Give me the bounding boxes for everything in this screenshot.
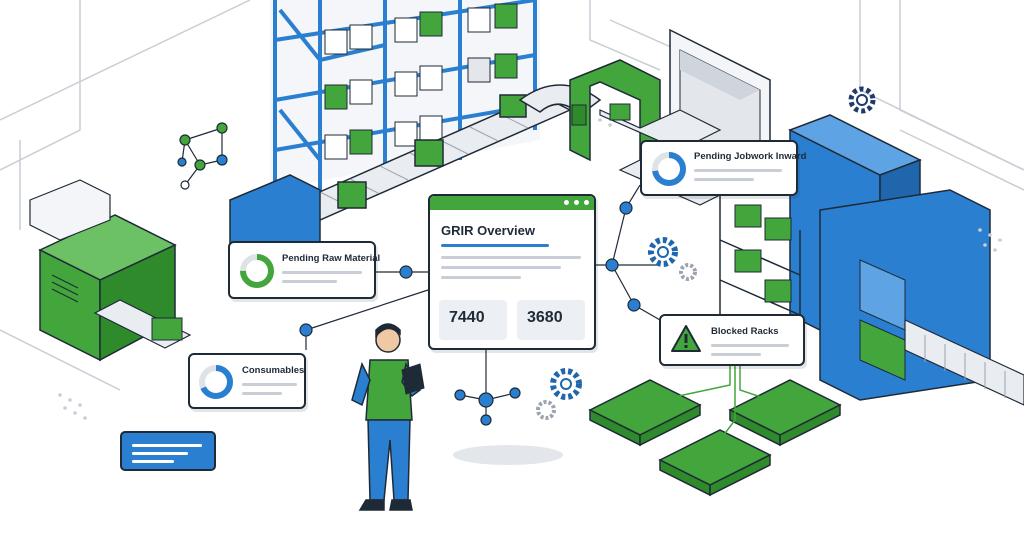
card-title: Consumables <box>242 365 305 376</box>
rack-links <box>659 365 771 441</box>
note-line <box>132 452 188 455</box>
warning-icon <box>671 325 701 352</box>
gear-icon <box>648 237 697 281</box>
donut-chart-icon <box>652 152 686 186</box>
tablet-icon <box>401 363 425 395</box>
worker-figure <box>351 323 563 511</box>
card-title: Blocked Racks <box>711 326 779 337</box>
grir-title: GRIR Overview <box>441 223 535 238</box>
note-line <box>132 460 174 463</box>
placeholder-line <box>441 266 561 269</box>
stat-box: 7440 <box>439 300 507 340</box>
raw-material-card[interactable]: Pending Raw Material <box>228 241 380 299</box>
blocked-racks-card[interactable]: Blocked Racks <box>659 314 805 366</box>
placeholder-line <box>282 271 362 274</box>
placeholder-line <box>441 256 581 259</box>
placeholder-line <box>694 169 782 172</box>
stat-box: 3680 <box>517 300 585 340</box>
card-title: Pending Jobwork Inward <box>694 151 807 162</box>
pallets <box>588 379 842 497</box>
card-title: Pending Raw Material <box>282 253 381 264</box>
right-machine <box>618 114 1024 406</box>
side-shelf <box>719 195 801 360</box>
note-line <box>132 444 202 447</box>
note-box <box>120 431 216 471</box>
gear-icon <box>536 368 582 420</box>
consumables-card[interactable]: Consumables <box>188 353 306 409</box>
stat-value: 7440 <box>449 309 485 326</box>
placeholder-line <box>441 276 521 279</box>
grir-overview-card[interactable]: GRIR Overview 7440 3680 <box>428 194 596 350</box>
placeholder-line <box>242 392 282 395</box>
jobwork-card[interactable]: Pending Jobwork Inward <box>640 140 806 196</box>
donut-chart-icon <box>240 254 274 288</box>
donut-chart-icon <box>199 365 233 399</box>
placeholder-line <box>694 178 754 181</box>
decor-dots <box>58 118 1002 420</box>
connector-nodes <box>299 201 641 426</box>
stat-value: 3680 <box>527 309 563 326</box>
placeholder-line <box>711 344 789 347</box>
window-dot <box>564 200 569 205</box>
window-dot <box>584 200 589 205</box>
title-underline <box>441 244 549 247</box>
network-icon <box>177 122 228 190</box>
placeholder-line <box>711 353 761 356</box>
placeholder-line <box>282 280 337 283</box>
card-header <box>430 196 594 210</box>
placeholder-line <box>242 383 297 386</box>
window-dot <box>574 200 579 205</box>
gear-icon <box>848 86 876 114</box>
